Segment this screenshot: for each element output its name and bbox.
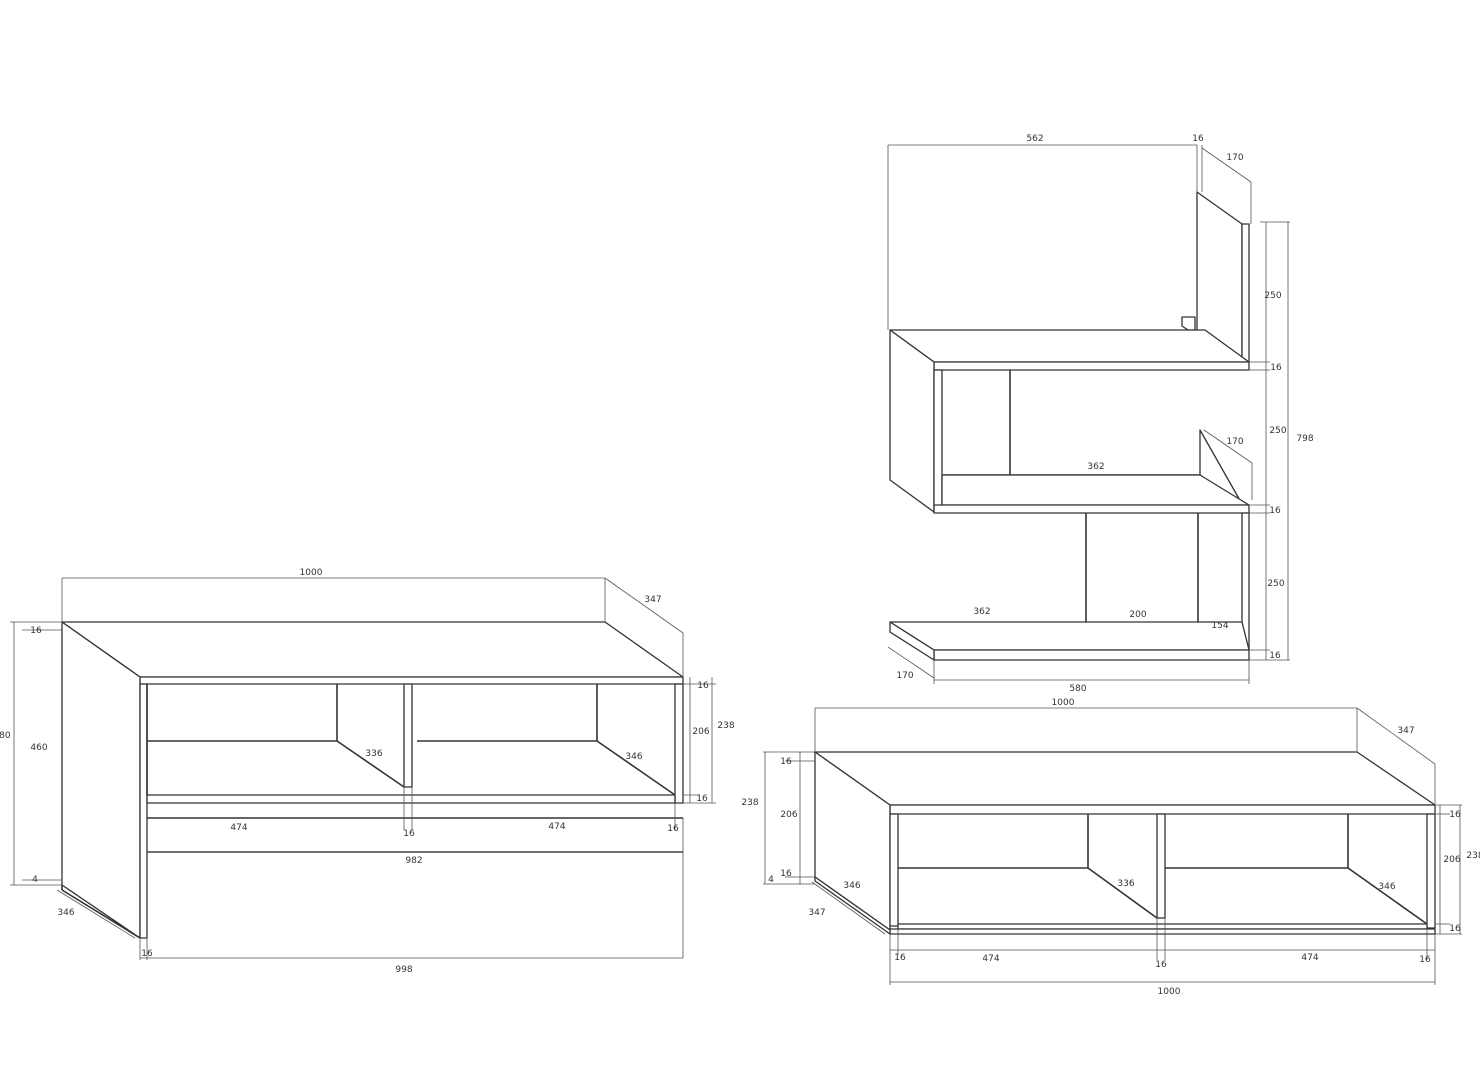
- tv-plinth-label: 4: [768, 875, 774, 885]
- bench-divider-depth: 336: [365, 749, 382, 759]
- tv-top-width: 1000: [1052, 698, 1075, 708]
- shelf-inner-depth: 154: [1211, 621, 1228, 631]
- tv-divider: [1156, 813, 1166, 919]
- shelf-total-height: 798: [1296, 434, 1313, 444]
- shelf-inner-width: 200: [1129, 610, 1146, 620]
- bench-side-height: 460: [30, 743, 47, 753]
- shelf-second-board: 16: [1269, 506, 1281, 516]
- bench-inner-width: 982: [405, 856, 422, 866]
- tv-overall-width: 1000: [1158, 987, 1181, 997]
- shelf-lower-height: 250: [1267, 579, 1284, 589]
- tv-bottom-board-label: 16: [780, 869, 792, 879]
- shelf-middle-surface: [941, 474, 1250, 506]
- shelf-figure: 562 16 170 250 16 250 798 170 362 16 250…: [887, 134, 1314, 694]
- bench-right-side-thickness: 16: [667, 824, 679, 834]
- tv-divider-label: 16: [1155, 960, 1167, 970]
- tv-left-depth: 346: [843, 881, 860, 891]
- shelf-bottom-width: 362: [973, 607, 990, 617]
- tv-right-total: 238: [1466, 851, 1480, 861]
- bench-top-width: 1000: [300, 568, 323, 578]
- bench-total-height: 480: [0, 731, 11, 741]
- shelf-top-surface: [889, 329, 1250, 363]
- tv-right-compartment: 474: [1301, 953, 1318, 963]
- tv-top-front: [889, 804, 1436, 815]
- tv-bottom-board: [897, 923, 1428, 930]
- tv-plinth: [889, 928, 1436, 935]
- bench-figure: 1000 347 16 480 460 4 346 16 998 982 474…: [0, 568, 735, 975]
- tv-right-inner: 206: [1443, 855, 1460, 865]
- tv-total-height: 238: [741, 798, 758, 808]
- bench-plinth: 4: [32, 875, 38, 885]
- tv-top-surface: [814, 751, 1436, 806]
- tv-right-depth: 346: [1378, 882, 1395, 892]
- bench-divider-thickness: 16: [403, 829, 415, 839]
- bench-top-surface: [61, 621, 684, 678]
- shelf-top-front: [933, 361, 1250, 371]
- shelf-left-front: [933, 369, 943, 508]
- shelf-top-depth: 170: [1226, 153, 1243, 163]
- shelf-first-board: 16: [1270, 363, 1282, 373]
- bench-bottom-board: [146, 794, 676, 804]
- shelf-middle-width: 362: [1087, 462, 1104, 472]
- bench-left-panel: [61, 621, 141, 939]
- tv-left-front: [889, 813, 899, 927]
- shelf-left-side: [889, 329, 935, 513]
- bench-right-total: 238: [717, 721, 734, 731]
- shelf-base-width: 580: [1069, 684, 1086, 694]
- tv-inner-height: 206: [780, 810, 797, 820]
- shelf-base-board: 16: [1269, 651, 1281, 661]
- tv-unit-figure: 1000 347 16 238 206 16 4 346 347 16 206 …: [741, 698, 1480, 997]
- bench-left-panel-front: [139, 683, 148, 939]
- shelf-upper-height: 250: [1264, 291, 1281, 301]
- tv-top-depth: 347: [1397, 726, 1414, 736]
- shelf-top-width: 562: [1026, 134, 1043, 144]
- tv-base-depth: 347: [808, 908, 825, 918]
- shelf-top-board: 16: [1192, 134, 1204, 144]
- shelf-upright-side: [1241, 223, 1250, 363]
- bench-bottom-width: 998: [395, 965, 412, 975]
- shelf-middle-depth: 170: [1226, 437, 1243, 447]
- bench-top-front: [139, 676, 684, 685]
- bench-side-depth: 346: [57, 908, 74, 918]
- bench-left-compartment: 474: [230, 823, 247, 833]
- shelf-base-surface: [889, 621, 1250, 651]
- tv-right-side-label: 16: [1419, 955, 1431, 965]
- bench-right-inner: 206: [692, 727, 709, 737]
- bench-right-depth: 346: [625, 752, 642, 762]
- tv-left-compartment: 474: [982, 954, 999, 964]
- shelf-middle-front: [933, 504, 1250, 514]
- shelf-bracket: [1181, 316, 1196, 331]
- tv-right-bottom: 16: [1449, 924, 1461, 934]
- bench-right-compartment: 474: [548, 822, 565, 832]
- bench-right-bottom: 16: [696, 794, 708, 804]
- bench-right-top: 16: [697, 681, 709, 691]
- tv-divider-depth: 336: [1117, 879, 1134, 889]
- bench-top-depth: 347: [644, 595, 661, 605]
- tv-right-top: 16: [1449, 810, 1461, 820]
- bench-right-side: [674, 683, 684, 804]
- tv-right-side: [1426, 813, 1436, 929]
- bench-side-thickness: 16: [141, 949, 153, 959]
- shelf-base-depth: 170: [896, 671, 913, 681]
- shelf-middle-height: 250: [1269, 426, 1286, 436]
- shelf-base-front: [933, 649, 1250, 661]
- bench-top-thickness: 16: [30, 626, 42, 636]
- tv-top-board: 16: [780, 757, 792, 767]
- tv-left-side-label: 16: [894, 953, 906, 963]
- bench-divider: [403, 683, 413, 788]
